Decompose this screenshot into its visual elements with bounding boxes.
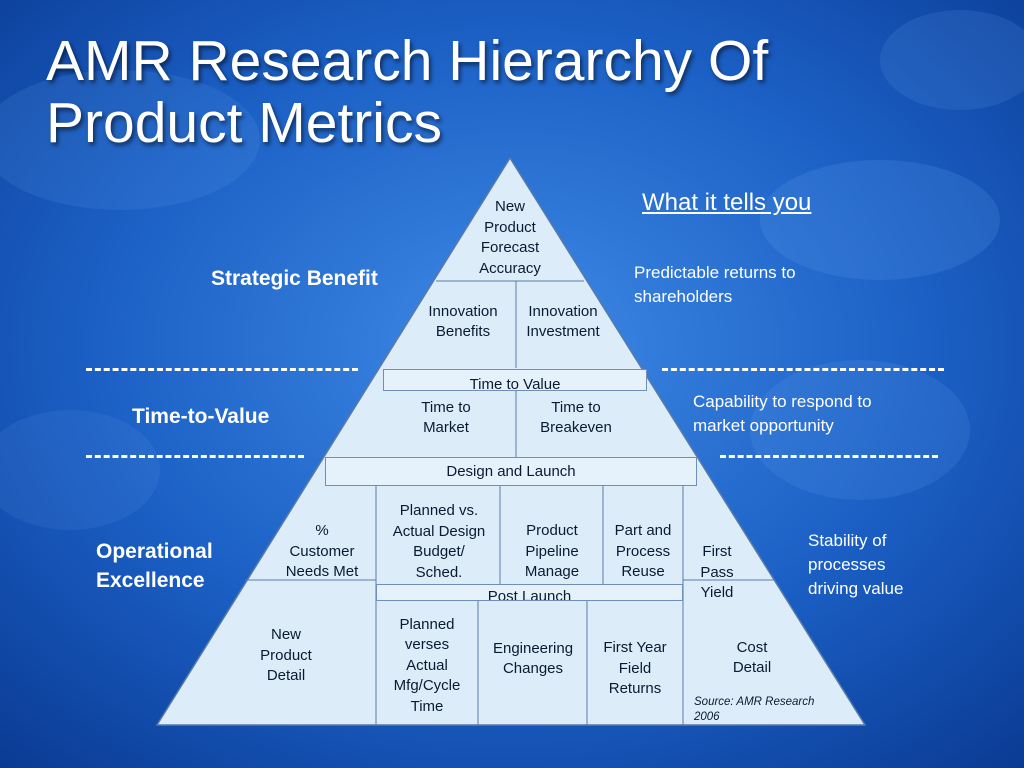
cell-line: Engineering	[492, 639, 574, 657]
bar-time-to-value: Time to Value	[383, 369, 647, 391]
cell-line: Benefits	[435, 323, 491, 340]
cell-line: Yield	[700, 584, 734, 602]
cell-line: Time to	[551, 398, 601, 416]
time-to-value-label: Time-to-Value	[132, 405, 270, 428]
cell-line: Needs Met	[285, 563, 359, 581]
cell-first-year-field-returns: First Year Field Returns	[588, 637, 682, 701]
cell-line: Reuse	[621, 563, 665, 581]
cell-line: Innovation	[428, 302, 498, 320]
cell-line: Product	[260, 646, 312, 664]
desc-line: Predictable returns to	[634, 263, 796, 282]
cell-line: First Year	[603, 639, 667, 657]
operational-line-1: Operational	[96, 540, 213, 563]
bar-post-launch: Post Launch	[376, 584, 683, 601]
cell-line: Detail	[266, 667, 306, 685]
dashed-separator	[86, 455, 304, 458]
cell-line: Returns	[608, 680, 662, 698]
operational-line-2: Excellence	[96, 569, 205, 592]
cell-line: Cost	[736, 638, 768, 656]
cell-line: New	[270, 626, 301, 644]
cell-line: Innovation	[528, 302, 598, 320]
cell-line: Product	[484, 218, 536, 236]
cell-line: Budget/	[413, 543, 465, 560]
cell-line: Planned vs.	[399, 502, 479, 519]
source-line: 2006	[694, 711, 720, 723]
cell-line: Detail	[732, 659, 772, 676]
cell-new-product-detail: New Product Detail	[238, 624, 334, 688]
desc-line: processes	[808, 555, 886, 574]
strategic-description: Predictable returns to shareholders	[634, 261, 796, 309]
cell-line: New	[494, 198, 525, 215]
dashed-separator	[662, 368, 944, 371]
cell-line: Part and	[614, 522, 672, 540]
cell-line: Sched.	[415, 563, 463, 581]
cell-line: Time	[410, 697, 444, 715]
cell-planned-mfg-cycle-time: Planned verses Actual Mfg/Cycle Time	[378, 614, 476, 718]
cell-line: Manage	[524, 563, 580, 581]
cell-line: Time to	[421, 398, 471, 416]
bar-design-and-launch: Design and Launch	[325, 457, 697, 486]
cell-line: Investment	[526, 323, 600, 340]
cell-line: Actual	[406, 656, 448, 674]
cell-time-to-market: Time to Market	[400, 396, 492, 440]
cell-new-product-forecast-accuracy: New Product Forecast Accuracy	[460, 196, 560, 280]
cell-product-pipeline-manage: Product Pipeline Manage	[502, 520, 602, 584]
pyramid-shape	[155, 156, 867, 726]
cell-line: Accuracy	[479, 259, 541, 277]
time-description: Capability to respond to market opportun…	[693, 390, 872, 438]
cell-time-to-breakeven: Time to Breakeven	[526, 396, 626, 440]
desc-line: shareholders	[634, 287, 733, 306]
source-line: Source: AMR Research	[694, 696, 815, 708]
cell-line: Field	[618, 659, 652, 677]
cell-planned-vs-actual-design: Planned vs. Actual Design Budget/ Sched.	[380, 500, 498, 584]
cell-customer-needs-met: % Customer Needs Met	[268, 520, 376, 584]
title-line-2: Product Metrics	[46, 91, 442, 155]
cell-innovation-benefits: Innovation Benefits	[416, 300, 510, 344]
cell-line: First	[702, 543, 732, 561]
cell-line: Customer	[289, 542, 355, 560]
cell-first-pass-yield: First Pass Yield	[686, 541, 748, 605]
cell-line: Pipeline	[525, 542, 579, 560]
title-line-1: AMR Research Hierarchy Of	[46, 29, 769, 93]
cell-part-process-reuse: Part and Process Reuse	[604, 520, 682, 584]
cell-line: Changes	[502, 660, 564, 677]
dashed-separator	[86, 368, 358, 371]
dashed-separator	[720, 455, 938, 458]
cell-cost-detail: Cost Detail	[712, 636, 792, 680]
operational-excellence-label: Operational Excellence	[96, 537, 213, 595]
cell-line: Breakeven	[540, 419, 612, 436]
strategic-benefit-label: Strategic Benefit	[211, 267, 378, 290]
desc-line: Stability of	[808, 531, 887, 550]
cell-line: Market	[423, 419, 469, 436]
what-it-tells-you-header: What it tells you	[642, 189, 812, 216]
cell-engineering-changes: Engineering Changes	[480, 637, 586, 681]
cell-line: Forecast	[480, 239, 540, 256]
desc-line: driving value	[808, 579, 904, 598]
desc-line: market opportunity	[693, 416, 834, 435]
cell-line: Pass	[700, 563, 734, 581]
cell-line: Actual Design	[392, 522, 486, 540]
source-note: Source: AMR Research 2006	[694, 695, 814, 725]
cell-line: %	[315, 522, 329, 540]
cell-line: Mfg/Cycle	[393, 677, 461, 695]
cell-line: Planned	[399, 615, 455, 633]
cell-line: verses	[404, 636, 450, 654]
cell-innovation-investment: Innovation Investment	[516, 300, 610, 344]
cell-line: Product	[526, 522, 578, 540]
cell-line: Process	[615, 542, 671, 560]
operational-description: Stability of processes driving value	[808, 529, 903, 601]
slide-title: AMR Research Hierarchy Of Product Metric…	[46, 30, 1006, 154]
desc-line: Capability to respond to	[693, 392, 872, 411]
